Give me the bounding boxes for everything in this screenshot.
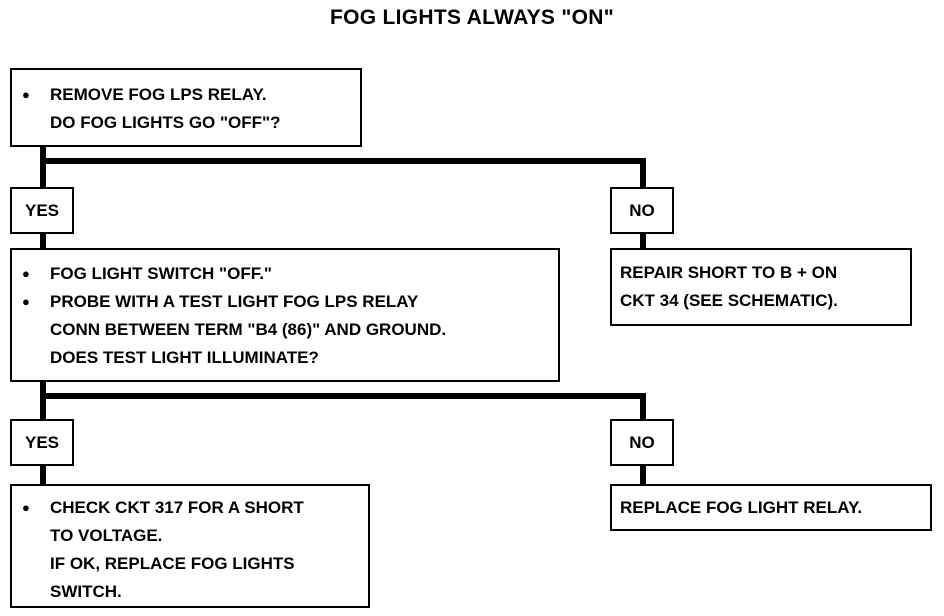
no1-result-box: REPAIR SHORT TO B + ON CKT 34 (SEE SCHEM… — [610, 248, 912, 326]
no2-label: NO — [610, 419, 674, 466]
yes1-label: YES — [10, 187, 74, 234]
step1-box: REMOVE FOG LPS RELAY. DO FOG LIGHTS GO "… — [10, 68, 362, 147]
no2-result-line-1: REPLACE FOG LIGHT RELAY. — [620, 498, 863, 517]
connector-branch2 — [40, 393, 646, 399]
page-title: FOG LIGHTS ALWAYS "ON" — [330, 6, 614, 29]
connector-no1-result — [640, 232, 646, 250]
connector-no2-result — [640, 464, 646, 486]
connector-step1-down — [40, 145, 46, 188]
yes2-label: YES — [10, 419, 74, 466]
connector-no2-down — [640, 393, 646, 420]
connector-no1-down — [640, 158, 646, 188]
connector-step2-down — [40, 380, 46, 420]
step1-line-2: DO FOG LIGHTS GO "OFF"? — [50, 113, 281, 132]
step3-line-3: IF OK, REPLACE FOG LIGHTS — [50, 554, 295, 573]
step2-line-3: CONN BETWEEN TERM "B4 (86)" AND GROUND. — [50, 320, 447, 339]
no1-result-line-1: REPAIR SHORT TO B + ON — [620, 263, 838, 282]
step3-line-4: SWITCH. — [50, 582, 122, 601]
connector-yes2-down — [40, 464, 46, 486]
step3-box: CHECK CKT 317 FOR A SHORT TO VOLTAGE. IF… — [10, 484, 370, 608]
step2-box: FOG LIGHT SWITCH "OFF." PROBE WITH A TES… — [10, 248, 560, 382]
connector-branch1 — [40, 158, 646, 164]
no2-result-box: REPLACE FOG LIGHT RELAY. — [610, 484, 932, 531]
step3-line-2: TO VOLTAGE. — [50, 526, 163, 545]
step1-line-1: REMOVE FOG LPS RELAY. — [12, 81, 360, 109]
no1-label: NO — [610, 187, 674, 234]
step2-line-4: DOES TEST LIGHT ILLUMINATE? — [50, 348, 319, 367]
connector-yes1-down — [40, 232, 46, 250]
step3-line-1: CHECK CKT 317 FOR A SHORT — [12, 494, 368, 522]
step2-line-2: PROBE WITH A TEST LIGHT FOG LPS RELAY — [12, 288, 558, 316]
no1-result-line-2: CKT 34 (SEE SCHEMATIC). — [620, 291, 838, 310]
step2-line-1: FOG LIGHT SWITCH "OFF." — [12, 260, 558, 288]
